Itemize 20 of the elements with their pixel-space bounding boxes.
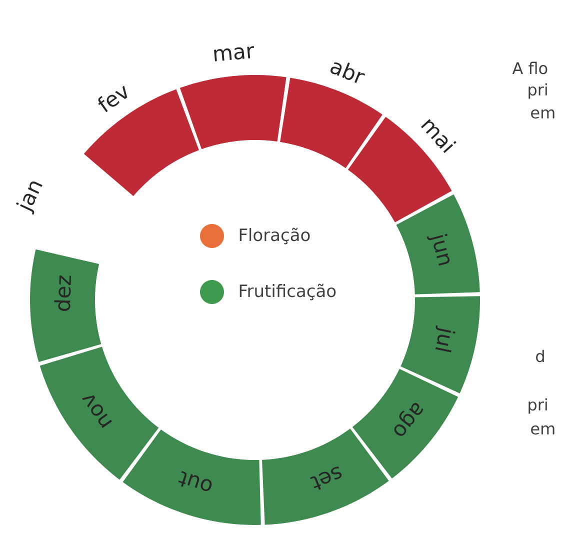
month-label: mar (214, 46, 254, 62)
month-label: mai (420, 119, 456, 154)
cut-off-text: A flo (512, 62, 548, 74)
cut-off-text: em (531, 109, 554, 119)
legend-label: Frutificação (240, 284, 336, 300)
cut-off-text: em (531, 425, 554, 435)
month-label: ago (394, 403, 424, 436)
month-label: jun (426, 234, 450, 266)
month-label: out (178, 471, 212, 492)
month-label: set (310, 466, 342, 490)
month-label: jul (435, 325, 456, 352)
month-label: abr (330, 62, 366, 83)
month-label: jan (16, 182, 42, 215)
month-label: dez (54, 275, 72, 311)
cut-off-text: pri (528, 398, 547, 414)
cut-off-text: pri (528, 83, 547, 99)
cut-off-text: d (536, 350, 544, 362)
legend-label: Floração (240, 228, 310, 244)
month-label: nov (82, 395, 112, 428)
month-label: fev (98, 86, 128, 112)
